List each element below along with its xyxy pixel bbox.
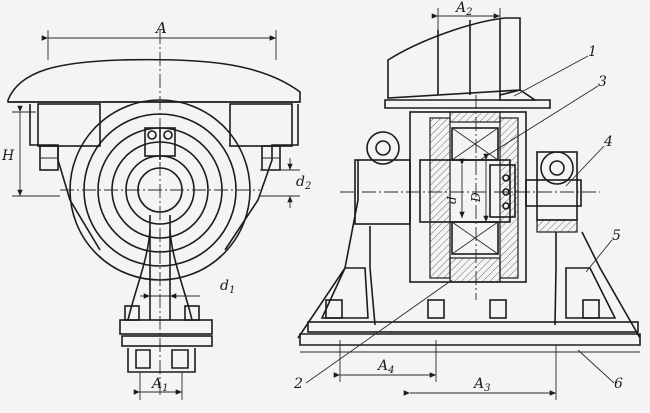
left-view: A H d2 d1 A1 <box>1 19 311 400</box>
dim-A3-label: A3 <box>472 376 491 394</box>
right-view: A2 d D A4 A3 1 3 4 5 2 6 <box>293 0 641 400</box>
dim-A1-main: A <box>150 376 162 392</box>
callout-5: 5 <box>612 228 621 244</box>
dim-A3-sub: 3 <box>484 383 490 394</box>
callout-3: 3 <box>598 74 607 90</box>
dim-d1-sub: 1 <box>229 285 235 296</box>
dim-d1-main: d <box>220 278 229 294</box>
callout-1: 1 <box>588 44 597 60</box>
dim-A4-main: A <box>376 358 388 374</box>
dim-A3-main: A <box>472 376 484 392</box>
dim-d2-sub: 2 <box>304 181 311 192</box>
dim-A4-sub: 4 <box>387 365 394 376</box>
dim-A1-label: A1 <box>150 376 169 394</box>
dim-d1-label: d1 <box>220 278 235 296</box>
dim-A2-sub: 2 <box>465 7 472 18</box>
dim-A2-label: A2 <box>454 0 473 18</box>
dim-d2-main: d <box>296 174 305 190</box>
callout-6: 6 <box>614 376 623 392</box>
callout-2: 2 <box>293 376 303 392</box>
dim-H-label: H <box>1 148 15 164</box>
dim-D-label: D <box>469 192 483 203</box>
dim-A2-main: A <box>454 0 466 16</box>
callout-4: 4 <box>603 134 613 150</box>
dim-A1-sub: 1 <box>162 383 168 394</box>
dim-d-label: d <box>445 196 459 204</box>
dim-A4-label: A4 <box>376 358 395 376</box>
dim-d2-label: d2 <box>296 174 311 192</box>
dim-A-label: A <box>154 19 167 37</box>
